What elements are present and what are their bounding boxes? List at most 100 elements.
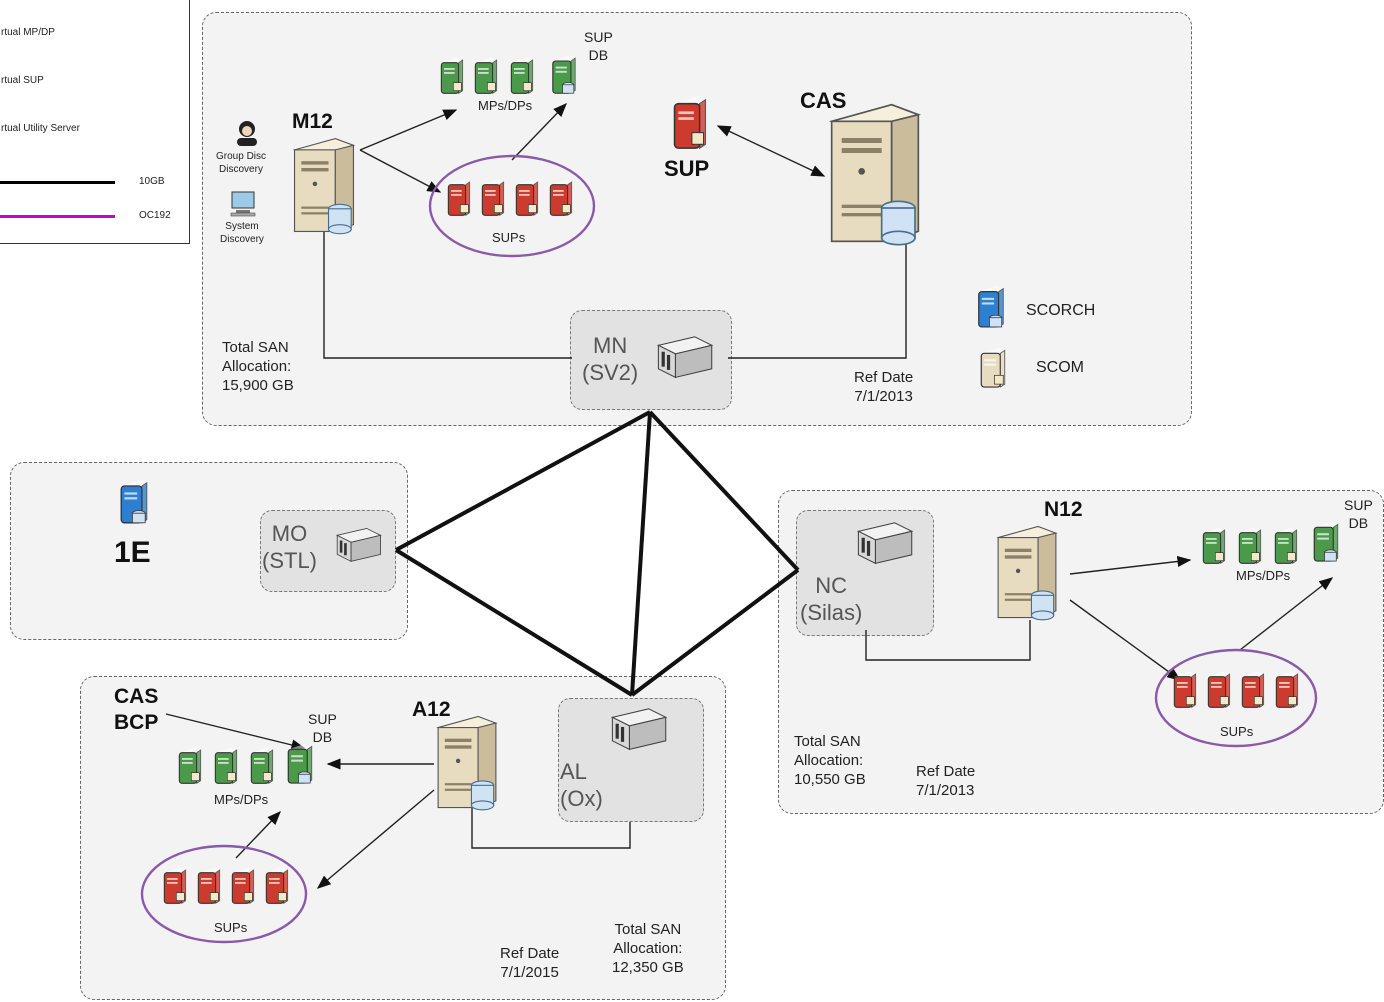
wan-link-nc-al — [630, 568, 800, 697]
mp-dp-server-icon — [472, 56, 500, 96]
sup-server-icon — [478, 178, 508, 218]
legend-item-mpdp: rtual MP/DP — [1, 27, 55, 38]
sups-label-right: SUPs — [1220, 724, 1254, 739]
server-a12-label: A12 — [412, 698, 451, 721]
refdate-top: Ref Date 7/1/2013 — [854, 369, 914, 405]
sup-server-icon — [1272, 670, 1302, 710]
sup-db-server-icon — [1310, 520, 1342, 564]
group-discovery-icon — [232, 118, 262, 148]
scorch-icon — [974, 284, 1008, 330]
scom-icon — [976, 346, 1010, 390]
wan-link-mo-al — [394, 548, 634, 697]
sup-server-icon — [160, 866, 190, 906]
group-disc-label: Group Disc Discovery — [216, 151, 267, 175]
link-m12-mn — [323, 228, 572, 359]
server-n12-icon — [992, 522, 1062, 622]
site-1e-label: 1E — [114, 536, 151, 569]
sup-server-icon — [512, 178, 542, 218]
refdate-right: Ref Date 7/1/2013 — [916, 763, 976, 799]
arrow-sups-supdb-right — [1239, 577, 1334, 651]
mp-dp-server-icon — [248, 746, 276, 786]
server-n12-label: N12 — [1044, 498, 1083, 521]
sup-server-icon — [262, 866, 292, 906]
router-al-icon — [606, 704, 670, 752]
wan-link-mn-mo — [395, 410, 651, 552]
server-cas-icon — [820, 98, 930, 248]
sup-server-icon — [1204, 670, 1234, 710]
wan-link-mn-nc — [648, 410, 800, 572]
wan-links — [394, 410, 800, 697]
link-nc-n12 — [865, 620, 1031, 661]
mps-label-top: MPs/DPs — [478, 98, 533, 113]
sup-server-icon — [666, 94, 714, 152]
router-nc-icon — [852, 518, 916, 566]
mp-dp-server-icon — [438, 56, 466, 96]
router-mo-icon — [332, 524, 384, 564]
sups-label-top: SUPs — [492, 230, 526, 245]
mp-dp-server-icon — [1272, 526, 1300, 566]
arrow-n12-mps — [1069, 555, 1192, 575]
mp-dp-server-icon — [1236, 526, 1264, 566]
legend-line-10gb — [0, 181, 115, 184]
hub-mn-label: MN (SV2) — [582, 333, 639, 385]
cas-label: CAS — [800, 88, 847, 113]
supdb-label-right: SUP DB — [1344, 497, 1373, 531]
legend-label-10gb: 10GB — [139, 176, 165, 187]
sup-db-server-icon — [548, 54, 580, 96]
sups-label-bottom: SUPs — [214, 920, 248, 935]
sup-server-icon — [444, 178, 474, 218]
sup-server-icon — [1170, 670, 1200, 710]
link-cas-mn — [728, 232, 907, 359]
system-discovery-icon — [228, 190, 258, 218]
router-mn-icon — [652, 332, 716, 380]
scom-label: SCOM — [1036, 359, 1084, 376]
arrow-sup-cas — [716, 125, 826, 177]
refdate-bottom: Ref Date 7/1/2015 — [500, 945, 560, 981]
sup-server-label: SUP — [664, 156, 710, 181]
supdb-label-bottom: SUP DB — [308, 711, 337, 745]
sup-server-icon — [1238, 670, 1268, 710]
server-m12-label: M12 — [292, 110, 333, 133]
ellipse-sups-bottom — [140, 844, 308, 944]
arrow-a12-sups — [316, 789, 435, 889]
hub-al-label: AL (Ox) — [560, 759, 603, 811]
arrow-sups-supdb — [511, 102, 567, 161]
site-1e-icon — [116, 478, 152, 526]
legend-item-sup: rtual SUP — [1, 75, 44, 86]
san-bottom: Total SAN Allocation: 12,350 GB — [612, 921, 684, 976]
hub-mo-label: MO (STL) — [262, 521, 317, 573]
scorch-label: SCORCH — [1026, 302, 1096, 319]
legend: rtual MP/DP rtual SUP rtual Utility Serv… — [0, 0, 190, 244]
legend-line-oc192 — [0, 215, 115, 218]
sup-server-icon — [194, 866, 224, 906]
cas-bcp-label: CAS BCP — [114, 685, 159, 734]
arrow-cas-bcp — [165, 713, 306, 751]
mp-dp-server-icon — [176, 746, 204, 786]
ellipse-sups-top — [428, 154, 596, 258]
system-disc-label: System Discovery — [220, 221, 264, 245]
mps-label-right: MPs/DPs — [1236, 568, 1291, 583]
arrow-n12-sups — [1069, 599, 1182, 681]
mp-dp-server-icon — [1200, 526, 1228, 566]
legend-item-utility: rtual Utility Server — [1, 123, 80, 134]
sup-server-icon — [228, 866, 258, 906]
ellipse-sups-right — [1154, 648, 1318, 748]
arrow-m12-sups — [359, 149, 442, 193]
sup-server-icon — [546, 178, 576, 218]
link-a12-al — [471, 808, 631, 849]
san-top: Total SAN Allocation: 15,900 GB — [222, 339, 294, 394]
arrow-m12-mps — [359, 109, 458, 151]
san-right: Total SAN Allocation: 10,550 GB — [794, 733, 866, 788]
supdb-label-top: SUP DB — [584, 29, 613, 63]
sup-db-server-icon — [284, 742, 316, 786]
mp-dp-server-icon — [212, 746, 240, 786]
mps-label-bottom: MPs/DPs — [214, 792, 269, 807]
mp-dp-server-icon — [508, 56, 536, 96]
server-m12-icon — [288, 134, 360, 236]
wan-link-mn-al — [630, 411, 652, 696]
server-a12-icon — [432, 712, 502, 812]
legend-label-oc192: OC192 — [139, 210, 171, 221]
hub-nc-label: NC (Silas) — [800, 573, 863, 625]
arrow-sups-mps-bottom — [235, 810, 281, 859]
